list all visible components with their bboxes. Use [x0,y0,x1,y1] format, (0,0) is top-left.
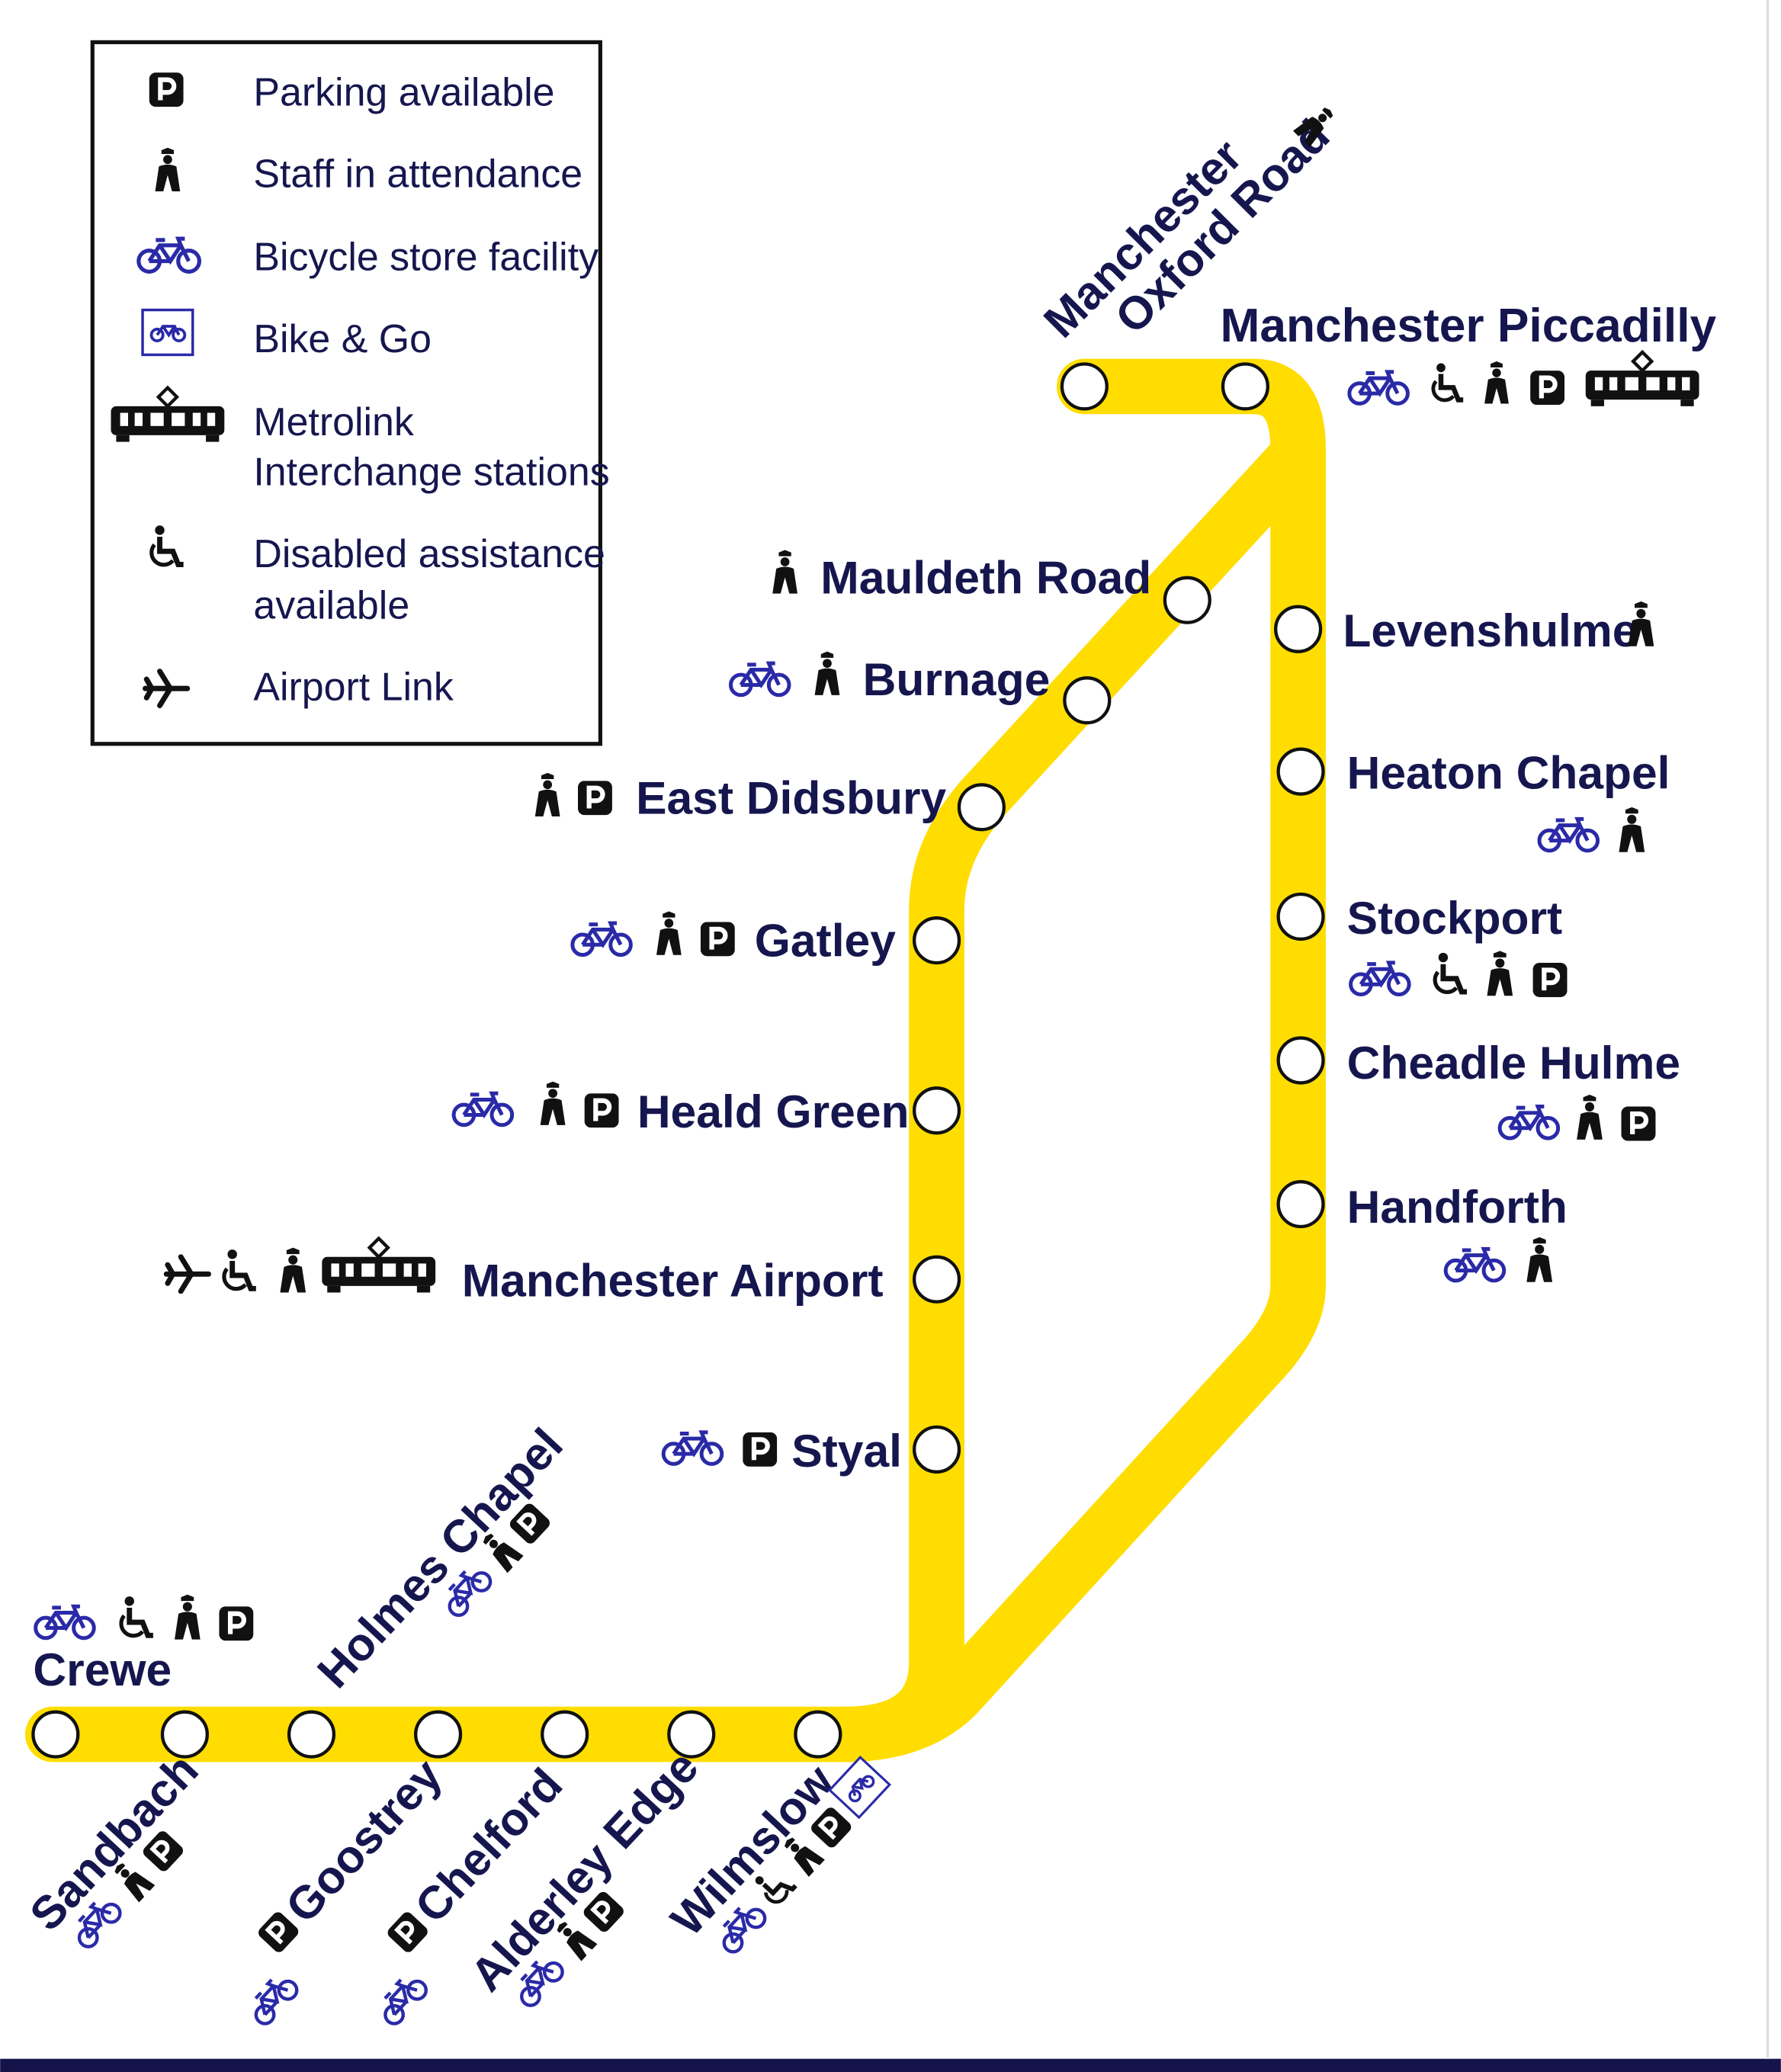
parking-icon [578,781,612,815]
station-name: Stockport [1347,892,1563,944]
station-name: Crewe [33,1644,172,1695]
legend-label: Parking available [253,69,554,114]
station-name: Burnage [863,653,1051,705]
station-stockport[interactable]: Stockport [1347,892,1568,997]
station-name: East Didsbury [636,771,946,823]
parking-icon [585,1093,619,1127]
parking-icon [149,72,184,107]
station-marker-levenshulme[interactable] [1274,605,1323,653]
station-styal[interactable]: Styal [663,1425,902,1477]
station-marker-chelford[interactable] [541,1710,589,1759]
station-east-didsbury[interactable]: East Didsbury [534,771,947,823]
station-name: Heald Green [637,1086,910,1137]
station-name: Styal [791,1425,902,1477]
bottom-border [0,2058,1781,2072]
legend-label: Staff in attendance [253,152,582,196]
station-marker-piccadilly[interactable] [1221,362,1269,411]
station-name: Mauldeth Road [820,552,1151,604]
station-marker-oxford-road[interactable] [1060,362,1109,411]
station-marker-heald-green[interactable] [912,1086,961,1135]
legend: Parking available Staff in attendance Bi… [90,40,610,746]
legend-label: Bicycle store facility [253,235,598,279]
station-marker-handforth[interactable] [1276,1180,1325,1229]
parking-icon [219,1606,253,1641]
station-marker-east-didsbury[interactable] [957,783,1006,832]
station-marker-styal[interactable] [912,1425,961,1474]
legend-label: available [253,582,409,627]
station-heaton-chapel[interactable]: Heaton Chapel [1347,747,1670,852]
station-marker-burnage[interactable] [1063,676,1112,725]
station-name: Handforth [1347,1181,1568,1233]
station-name: Levenshulme [1343,605,1638,656]
station-marker-heaton-chapel[interactable] [1276,747,1325,796]
station-gatley[interactable]: Gatley [573,911,896,967]
station-cheadle-hulme[interactable]: Cheadle Hulme [1347,1037,1680,1140]
station-levenshulme[interactable]: Levenshulme [1343,601,1654,656]
station-marker-manchester-airport[interactable] [912,1255,961,1304]
parking-icon [743,1432,777,1467]
station-marker-mauldeth-road[interactable] [1163,576,1211,624]
station-marker-cheadle-hulme[interactable] [1276,1036,1325,1085]
station-crewe[interactable]: Crewe [33,1594,253,1695]
station-manchester-airport[interactable]: Manchester Airport [3,2,884,1307]
station-marker-alderley-edge[interactable] [667,1710,716,1759]
station-marker-holmes-chapel[interactable] [287,1710,336,1759]
station-name: Heaton Chapel [1347,747,1670,799]
parking-icon [1621,1107,1655,1141]
legend-label: Bike & Go [253,316,432,361]
station-name: Manchester Piccadilly [1221,300,1717,352]
station-piccadilly[interactable]: Manchester Piccadilly [1221,300,1717,406]
station-name: Gatley [755,914,896,966]
parking-icon [1530,370,1564,405]
legend-label: Metrolink [253,399,415,444]
legend-label: Interchange stations [253,450,609,494]
station-handforth[interactable]: Handforth [1347,1181,1568,1282]
station-mauldeth-road[interactable]: Mauldeth Road [772,550,1151,604]
station-markers [31,362,1325,1759]
legend-label: Airport Link [253,665,454,709]
station-heald-green[interactable]: Heald Green [454,1081,910,1138]
station-name: Cheadle Hulme [1347,1037,1680,1089]
station-burnage[interactable]: Burnage [730,651,1051,705]
station-marker-gatley[interactable] [912,916,961,965]
bike-and-go-icon [143,310,193,355]
legend-box [90,40,602,746]
parking-icon [701,922,735,956]
station-marker-crewe[interactable] [31,1710,80,1759]
station-marker-goostrey[interactable] [413,1710,463,1759]
legend-label: Disabled assistance [253,531,605,576]
parking-icon [1533,963,1568,997]
station-marker-wilmslow[interactable] [794,1710,842,1759]
station-marker-stockport[interactable] [1276,892,1325,941]
station-marker-sandbach[interactable] [160,1710,209,1759]
station-name: Manchester Airport [462,1255,884,1307]
